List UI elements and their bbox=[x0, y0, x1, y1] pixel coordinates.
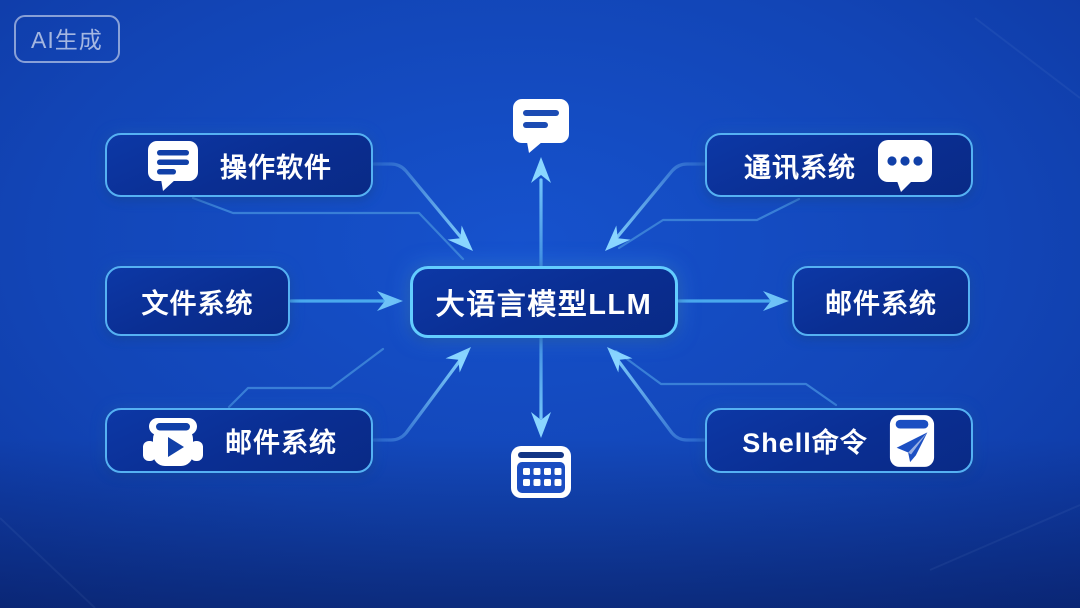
node-label: Shell命令 bbox=[742, 428, 868, 458]
decorative-line-bottom-right bbox=[614, 349, 838, 407]
send-app-icon bbox=[889, 414, 934, 467]
decorative-line-top-right bbox=[617, 197, 801, 250]
arrow-top-left-to-center bbox=[372, 162, 466, 243]
decorative-line-bottom-left bbox=[227, 347, 385, 409]
node-label: 操作软件 bbox=[220, 152, 332, 183]
media-bag-icon bbox=[143, 417, 203, 466]
center-node-label: 大语言模型LLM bbox=[435, 289, 653, 321]
calendar-icon-glyph bbox=[511, 446, 571, 498]
node-file-system: 文件系统 bbox=[105, 266, 290, 336]
ai-generated-label: AI生成 bbox=[31, 27, 103, 53]
arrow-top-right-to-center bbox=[612, 162, 706, 243]
arrow-bottom-left-to-center bbox=[372, 353, 466, 442]
arrowheads bbox=[377, 157, 789, 438]
node-mail-system-bottom-left: 邮件系统 bbox=[105, 408, 373, 473]
decorative-line-top-left bbox=[191, 196, 465, 261]
node-operating-software: 操作软件 bbox=[105, 133, 373, 197]
node-label: 文件系统 bbox=[141, 288, 254, 319]
chat-dots-icon bbox=[878, 140, 932, 192]
node-llm-center: 大语言模型LLM bbox=[410, 266, 678, 338]
node-label: 邮件系统 bbox=[825, 288, 937, 319]
chat-lines-icon bbox=[148, 141, 198, 191]
node-shell-command: Shell命令 bbox=[705, 408, 973, 473]
background-streaks bbox=[0, 17, 1080, 608]
decorative-lines bbox=[191, 196, 838, 409]
node-label: 邮件系统 bbox=[225, 428, 337, 458]
calendar-icon bbox=[509, 444, 573, 500]
chat-bubble-icon bbox=[511, 97, 571, 153]
ai-generated-badge: AI生成 bbox=[14, 15, 120, 63]
node-label: 通讯系统 bbox=[744, 152, 856, 183]
node-communication-system: 通讯系统 bbox=[705, 133, 973, 197]
node-mail-system-right: 邮件系统 bbox=[792, 266, 970, 336]
chat-bubble-icon-glyph bbox=[513, 99, 569, 153]
arrow-bottom-right-to-center bbox=[612, 353, 706, 442]
